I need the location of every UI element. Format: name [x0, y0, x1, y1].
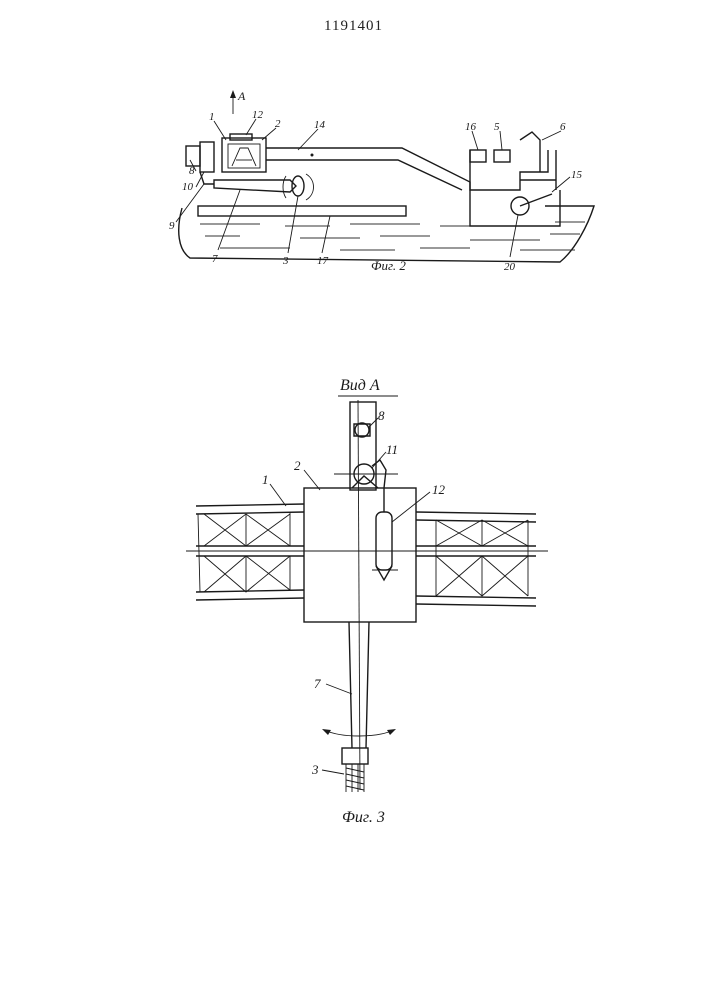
fig2-side-view: A 1 12 2 14 16 5 6 8 10 9 7 3 17 20 15 Ф…	[169, 89, 594, 273]
fig2-label-16: 16	[465, 121, 477, 133]
winch-5	[494, 150, 510, 162]
fig2-caption: Фиг. 2	[371, 258, 406, 273]
motor-10	[200, 142, 214, 172]
fig2-label-17: 17	[317, 255, 329, 267]
fig2-label-9: 9	[169, 220, 175, 232]
fig2-view-marker: A	[237, 89, 246, 103]
cylinder-12	[376, 512, 392, 570]
swing-arrow	[324, 730, 394, 736]
water-body	[179, 206, 594, 262]
cylinder-12	[230, 134, 252, 140]
fig3-view-a: Вид А 8 11 2 1 12 7 3 Фиг. 3	[186, 377, 548, 826]
fig2-label-6: 6	[560, 121, 566, 133]
log-17	[198, 206, 406, 216]
cab-16	[470, 150, 486, 162]
fig3-label-7: 7	[314, 676, 321, 691]
saw-chain	[346, 764, 364, 792]
bracket-9	[200, 172, 214, 184]
fig2-label-5: 5	[494, 121, 500, 133]
lever-15	[520, 194, 552, 206]
saw-head-3	[342, 748, 368, 764]
fig2-label-10: 10	[182, 181, 194, 193]
fig2-label-3: 3	[282, 255, 289, 267]
crane-6	[520, 132, 540, 172]
fig2-label-8: 8	[189, 165, 195, 177]
fig2-label-7: 7	[212, 253, 218, 265]
vessel-hull-top	[470, 150, 548, 190]
fig2-label-15: 15	[571, 169, 583, 181]
fig3-caption: Фиг. 3	[342, 809, 385, 826]
fig3-label-3: 3	[311, 762, 319, 777]
fig2-label-20: 20	[504, 261, 516, 273]
fig3-label-11: 11	[386, 442, 398, 457]
fig2-label-1: 1	[209, 111, 215, 123]
fig3-label-1: 1	[262, 472, 269, 487]
fig3-label-8: 8	[378, 408, 385, 423]
boom-14-upper	[266, 148, 470, 190]
fig3-view-title: Вид А	[340, 377, 380, 394]
fig2-label-2: 2	[275, 118, 281, 130]
saw-disc-3	[292, 176, 304, 196]
fig2-label-14: 14	[314, 119, 326, 131]
carriage-2	[304, 488, 416, 622]
drive-8	[186, 146, 200, 166]
carriage-2	[222, 138, 266, 172]
fig3-label-12: 12	[432, 482, 446, 497]
fig2-label-12: 12	[252, 109, 264, 121]
fig3-label-2: 2	[294, 458, 301, 473]
truss-beam-1	[186, 504, 548, 606]
